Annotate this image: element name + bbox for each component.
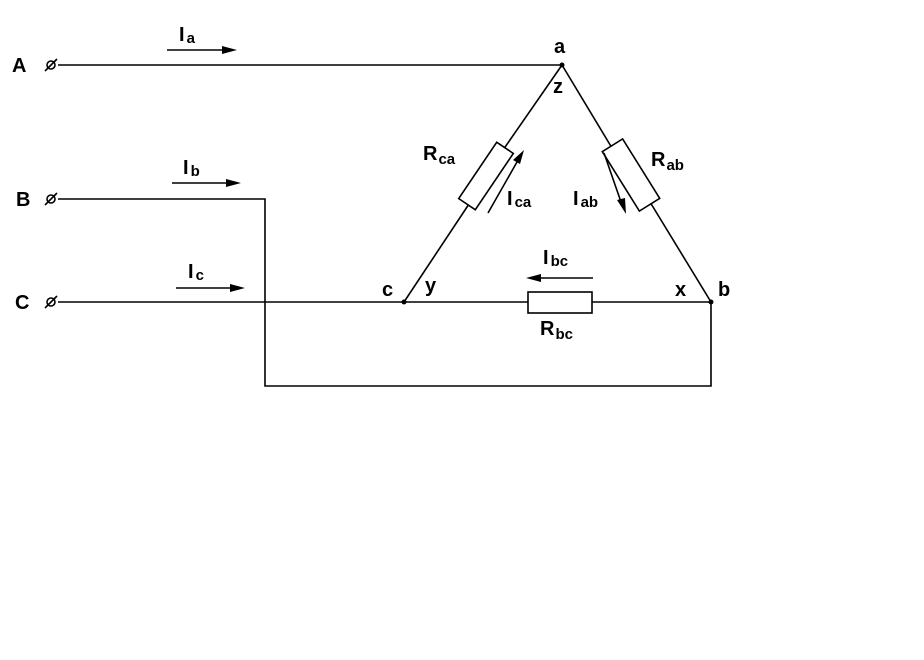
arrow-ib (172, 179, 241, 187)
node-label-y: y (425, 275, 437, 297)
terminal-b-symbol (44, 192, 58, 206)
terminal-c-symbol (44, 295, 58, 309)
resistor-rab (601, 137, 661, 213)
terminal-label-c: C (15, 292, 29, 314)
wire-ca-upper (502, 64, 563, 151)
resistor-label-rab: Rab (651, 149, 684, 174)
arrow-iab (603, 152, 626, 214)
arrow-ibc (526, 274, 593, 282)
resistor-rbc (527, 291, 593, 314)
arrow-ic (176, 284, 245, 292)
node-label-a: a (554, 36, 566, 58)
node-a-dot (559, 62, 565, 68)
resistor-rca (457, 141, 515, 211)
arrow-ia (167, 46, 237, 54)
node-label-x: x (675, 279, 686, 301)
resistor-label-rca: Rca (423, 143, 456, 168)
node-b-dot (708, 299, 714, 305)
node-label-c: c (382, 279, 393, 301)
resistor-label-rbc: Rbc (540, 318, 573, 343)
terminal-a-symbol (44, 58, 58, 72)
terminal-label-b: B (16, 189, 30, 211)
node-label-b: b (718, 279, 730, 301)
node-c-dot (401, 299, 407, 305)
node-label-z: z (553, 76, 563, 98)
wire-line-b (58, 198, 712, 387)
wire-ab-upper (561, 64, 613, 149)
wire-ab-lower (649, 201, 712, 303)
wire-ca-lower (403, 203, 470, 303)
terminal-label-a: A (12, 55, 26, 77)
arrow-ica (487, 150, 524, 214)
